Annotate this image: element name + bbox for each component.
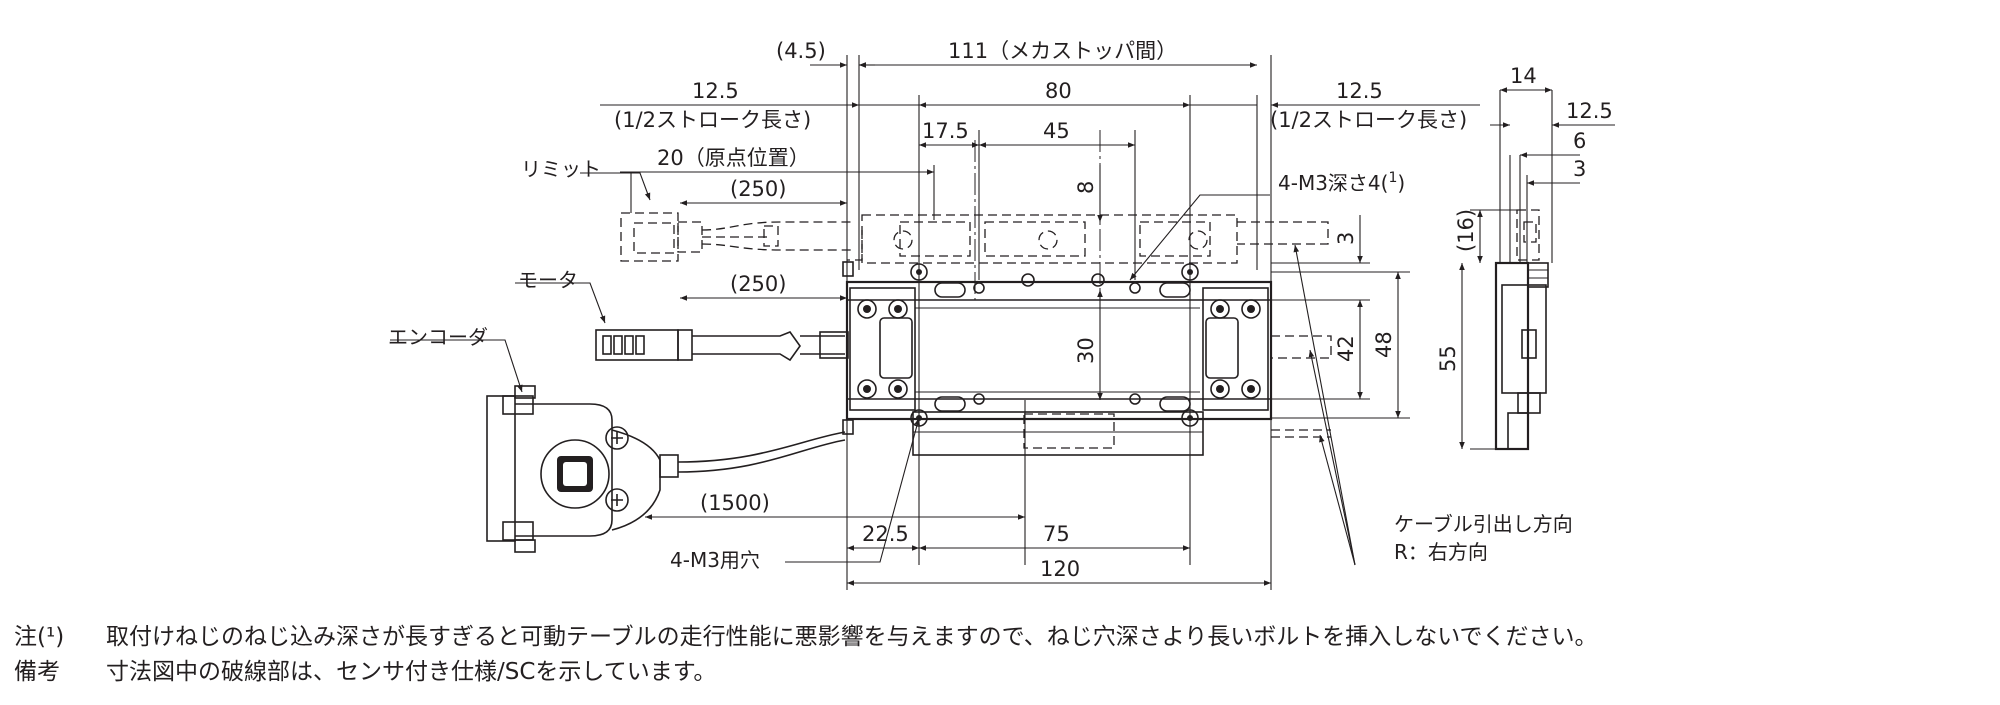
note-1-key: 注(¹) [14,624,65,650]
dim-17-5: 17.5 [922,119,969,143]
note-1: 注(¹) 取付けねじのねじ込み深さが長すぎると可動テーブルの走行性能に悪影響を与… [14,620,1598,655]
dim-75: 75 [1043,522,1070,546]
dim-45: 45 [1043,119,1070,143]
dim-1500: (1500) [700,491,770,515]
side-dim-16: (16) [1454,209,1478,252]
dim-3: 3 [1334,232,1358,245]
label-tap-holes: 4-M3深さ4(1) [1278,170,1405,195]
side-dim-55: 55 [1436,345,1460,372]
dim-4-5: (4.5) [776,39,826,63]
dim-42: 42 [1334,335,1358,362]
notes-section: 注(¹) 取付けねじのねじ込み深さが長すぎると可動テーブルの走行性能に悪影響を与… [14,620,1598,690]
label-mount-holes: 4-M3用穴 [670,548,760,572]
note-2: 備考 寸法図中の破線部は、センサ付き仕様/SCを示しています。 [14,655,1598,690]
dim-120: 120 [1040,557,1080,581]
dim-22-5: 22.5 [862,522,909,546]
dim-48: 48 [1372,331,1396,358]
label-limit: リミット [521,157,601,181]
note-1-text: 取付けねじのねじ込み深さが長すぎると可動テーブルの走行性能に悪影響を与えますので… [106,624,1598,650]
limit-connector [620,200,852,262]
note-2-key: 備考 [14,659,60,685]
side-view [1494,90,1553,451]
side-dim-14: 14 [1510,64,1537,88]
actuator-body [842,130,1273,456]
dim-20: 20（原点位置） [657,146,810,170]
dim-12-5-right: 12.5 [1336,79,1383,103]
dimension-drawing: (4.5) 111（メカストッパ間） 12.5 (1/2ストローク長さ) 80 … [388,39,1615,590]
dim-12-5-left: 12.5 [692,79,739,103]
dim-half-stroke-right: (1/2ストローク長さ) [1270,108,1467,132]
motor-connector [595,329,849,362]
side-dim-3: 3 [1573,157,1586,181]
label-cable-direction-r: R：右方向 [1394,540,1488,564]
callout-labels: リミット モータ エンコーダ 4-M3深さ4(1) 4-M3用穴 ケーブル引出し… [388,157,1573,572]
dim-8: 8 [1074,181,1098,194]
side-dim-6: 6 [1573,129,1586,153]
dimension-text: (4.5) 111（メカストッパ間） 12.5 (1/2ストローク長さ) 80 … [614,39,1613,581]
sensor-dashed [847,214,1332,438]
label-motor: モータ [518,268,578,292]
dim-30: 30 [1074,337,1098,364]
encoder-connector [486,385,846,553]
dim-250-top: (250) [730,177,786,201]
dim-111: 111（メカストッパ間） [948,39,1177,63]
label-cable-direction: ケーブル引出し方向 [1394,512,1573,536]
dim-80: 80 [1045,79,1072,103]
dim-250-mid: (250) [730,272,786,296]
note-2-text: 寸法図中の破線部は、センサ付き仕様/SCを示しています。 [106,659,717,685]
side-dim-12-5: 12.5 [1566,99,1613,123]
label-encoder: エンコーダ [388,325,488,349]
dimension-lines [390,55,1615,590]
dim-half-stroke-left: (1/2ストローク長さ) [614,108,811,132]
